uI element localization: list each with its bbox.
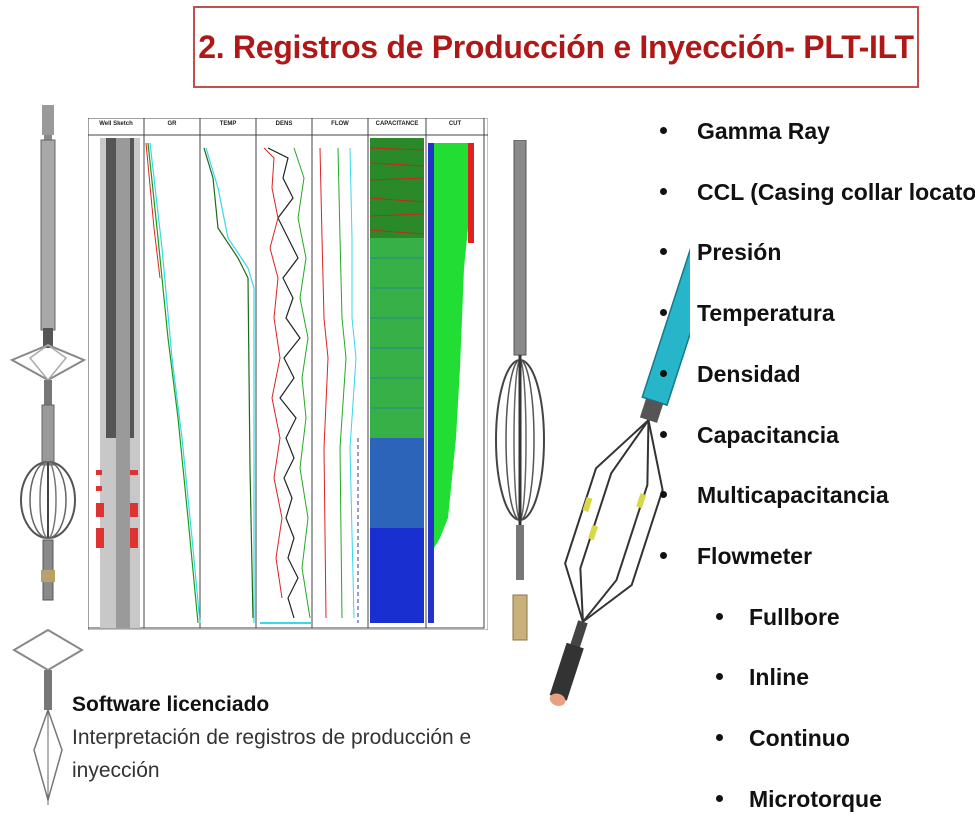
- software-caption: Software licenciado Interpretación de re…: [72, 693, 542, 787]
- software-description: Interpretación de registros de producció…: [72, 726, 472, 782]
- log-header-cut: CUT: [449, 121, 462, 127]
- title-box: 2. Registros de Producción e Inyección- …: [193, 6, 919, 88]
- left-tool-illustration: [9, 105, 87, 805]
- log-header-flow: FLOW: [331, 121, 349, 127]
- log-header-capacitance: CAPACITANCE: [376, 121, 419, 127]
- middle-tool-illustration: [495, 140, 545, 641]
- log-plot: Well Sketch GR TEMP DENS FLOW CAPACITANC…: [88, 118, 488, 630]
- log-header-temp: TEMP: [220, 121, 237, 127]
- log-header-dens: DENS: [276, 121, 293, 127]
- log-header-well-sketch: Well Sketch: [99, 121, 133, 127]
- log-header-gr: GR: [168, 121, 178, 127]
- right-tool-illustration: [549, 177, 690, 706]
- software-heading: Software licenciado: [72, 693, 270, 716]
- page-title: 2. Registros de Producción e Inyección- …: [198, 28, 914, 65]
